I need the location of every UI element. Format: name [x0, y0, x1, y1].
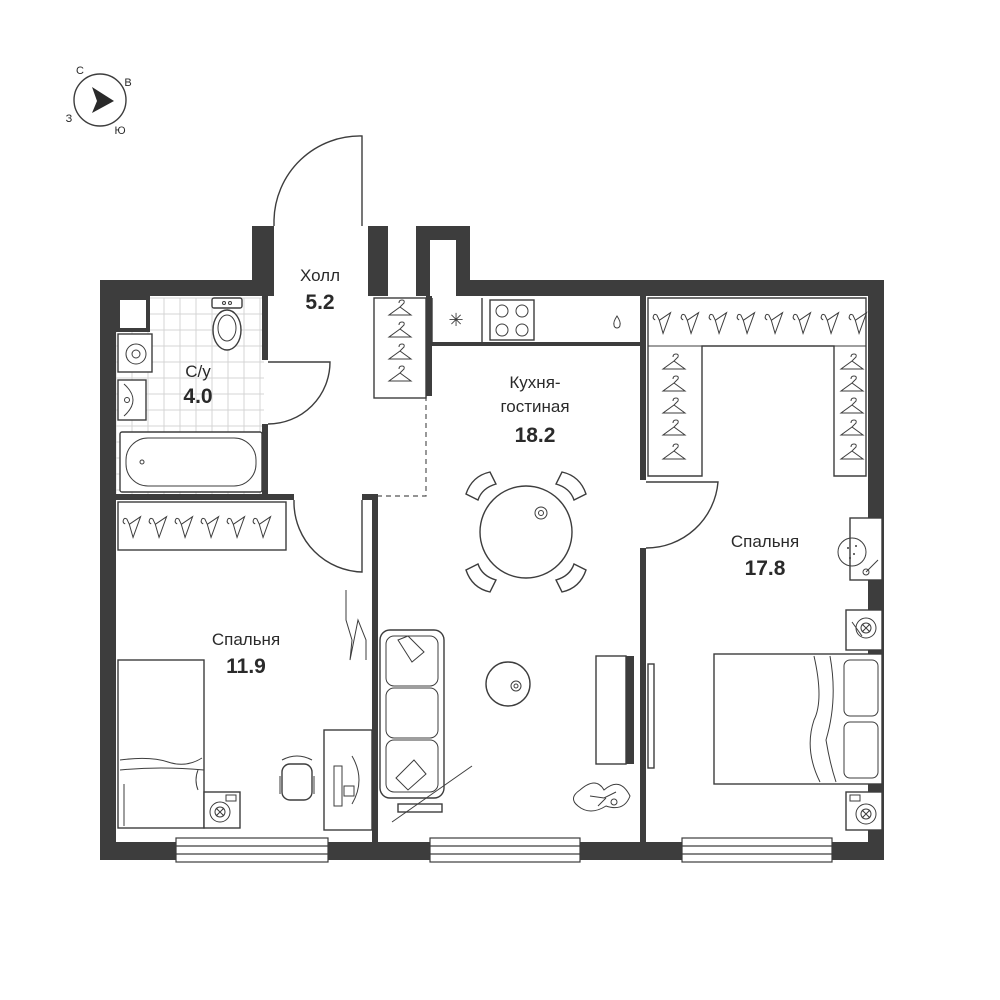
room-area: 18.2: [515, 424, 556, 447]
room-name: Спальня: [731, 532, 799, 551]
right-bedroom-door: [645, 481, 719, 549]
nightstand-lamp: [203, 791, 241, 829]
compass-north: С: [76, 65, 84, 77]
room-name-line2: гостиная: [500, 397, 569, 416]
window-right-bedroom: [681, 837, 833, 863]
compass: С В Ю З: [66, 65, 132, 137]
plant-icon: [573, 782, 631, 812]
hanger-icon: [680, 311, 700, 335]
ventilation-icon: ✳: [448, 310, 463, 330]
doors: [267, 135, 719, 573]
hanger-icon: [839, 375, 865, 392]
hanger-icon: [387, 321, 413, 338]
chair-icon: [554, 471, 587, 501]
stove-icon: [489, 299, 535, 341]
dining-table-icon: [465, 471, 587, 593]
room-name: Спальня: [212, 630, 280, 649]
hanger-icon: [792, 311, 812, 335]
room-bathroom-label: С/у 4.0: [183, 362, 212, 408]
hanger-icon: [661, 375, 687, 392]
bathroom-fixtures: [117, 297, 263, 493]
desk-icon: [323, 729, 373, 831]
hanger-icon: [252, 515, 272, 539]
hanger-icon: [652, 311, 672, 335]
chair-icon: [465, 563, 498, 593]
right-bedroom-wardrobe: [647, 297, 868, 477]
room-area: 11.9: [226, 655, 266, 678]
hanger-icon: [708, 311, 728, 335]
bathroom-door: [267, 361, 331, 425]
room-area: 17.8: [745, 557, 786, 580]
bed-icon: [117, 659, 205, 829]
sofa-icon: [379, 629, 445, 799]
nightstand-lamp: [845, 791, 883, 831]
hanger-icon: [148, 515, 168, 539]
hanger-icon: [736, 311, 756, 335]
washing-machine-icon: [117, 333, 153, 373]
floor-lamp: [391, 765, 473, 823]
compass-icon: [92, 87, 114, 113]
chair-icon: [279, 755, 315, 801]
compass-south: Ю: [114, 125, 125, 137]
room-area: 4.0: [183, 385, 212, 408]
hanger-icon: [200, 515, 220, 539]
hanger-icon: [839, 419, 865, 436]
room-kitchen-label: Кухня- гостиная 18.2: [500, 373, 569, 447]
hanger-icon: [839, 353, 865, 370]
compass-east: В: [124, 77, 131, 89]
room-right-bedroom-label: Спальня 17.8: [731, 532, 799, 580]
room-left-bedroom-label: Спальня 11.9: [212, 630, 280, 678]
windows: [175, 837, 833, 863]
hanger-icon: [661, 443, 687, 460]
room-hall-label: Холл 5.2: [300, 266, 340, 314]
nightstand-lamp: [845, 609, 883, 651]
window-left-bedroom: [175, 837, 329, 863]
room-area: 5.2: [305, 291, 334, 314]
hanger-icon: [226, 515, 246, 539]
hall-wardrobe: [373, 297, 427, 399]
hanger-icon: [174, 515, 194, 539]
bathtub-icon: [119, 431, 263, 493]
hanger-icon: [839, 397, 865, 414]
dresser: [837, 517, 883, 581]
radiator-line: [345, 590, 367, 661]
hanger-icon: [661, 397, 687, 414]
window-kitchen: [429, 837, 581, 863]
hanger-icon: [661, 353, 687, 370]
tv-stand: [595, 655, 627, 765]
entrance-door: [273, 135, 363, 226]
room-name: Холл: [300, 266, 340, 285]
hanger-icon: [122, 515, 142, 539]
toilet-icon: [211, 297, 243, 351]
hanger-icon: [661, 419, 687, 436]
compass-west: З: [66, 113, 73, 125]
hanger-icon: [839, 443, 865, 460]
room-name: С/у: [185, 362, 211, 381]
left-bedroom-wardrobe: [117, 501, 287, 551]
left-bedroom-door: [293, 500, 363, 573]
washbasin-icon: [117, 379, 147, 421]
coffee-table: [485, 661, 531, 707]
hanger-icon: [820, 311, 840, 335]
hanger-icon: [387, 343, 413, 360]
hanger-icon: [387, 365, 413, 382]
hanger-icon: [848, 311, 868, 335]
hanger-icon: [387, 299, 413, 316]
room-name-line1: Кухня-: [509, 373, 560, 392]
chair-icon: [465, 471, 498, 501]
chair-icon: [554, 563, 587, 593]
sink-icon: [613, 315, 621, 329]
tv-wall: [647, 663, 655, 769]
hanger-icon: [764, 311, 784, 335]
bed-icon: [713, 653, 883, 785]
kitchen-counter: ✳: [431, 298, 621, 342]
